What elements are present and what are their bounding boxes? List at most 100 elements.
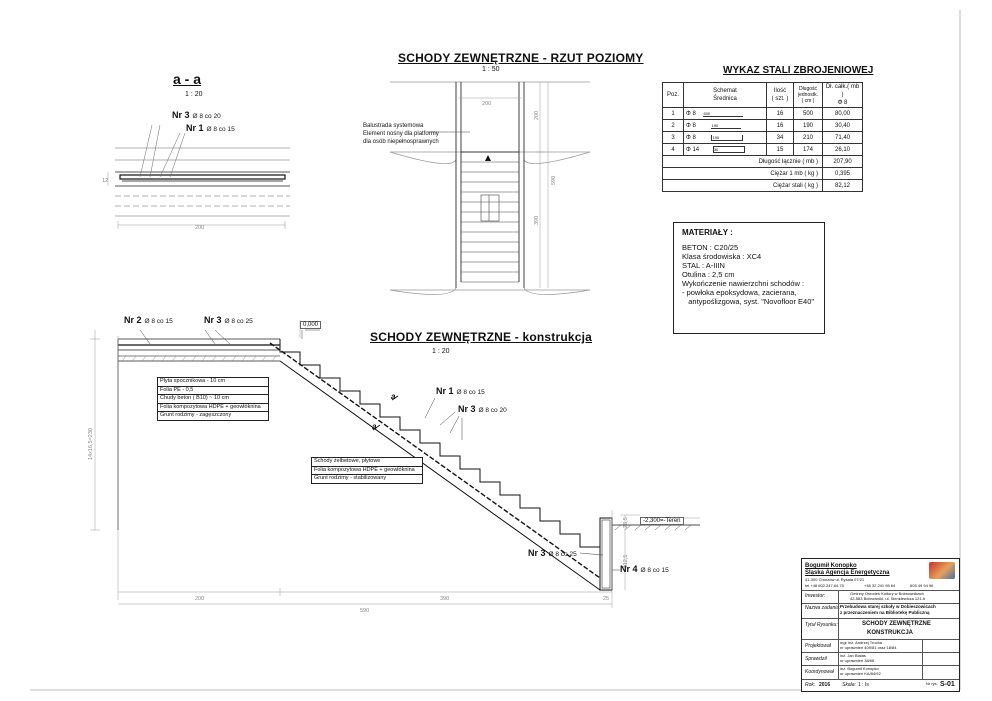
nazwa-line: z przeznaczeniem na Bibliotekę Publiczną <box>840 610 930 615</box>
projektowal-label: Projektował <box>805 643 831 649</box>
layer-item: Grunt rodzimy - stabilizowany <box>314 475 387 481</box>
projektowal-line: nr uprawnień 409/81 oraz 18/84 <box>840 645 897 650</box>
summary-row: Ciężar stali ( kg ) 82,12 <box>662 179 863 192</box>
constr-dim-foot3: 25 <box>603 596 609 602</box>
table-row: 3 Φ 8 190 34 210 71,40 <box>662 131 863 144</box>
title-block: Bogumił Konopko Śląska Agencja Energetyc… <box>801 558 960 692</box>
constr-dim-run: 390 <box>440 596 449 602</box>
cell-len: 190 <box>793 119 823 132</box>
drawing-number: S-01 <box>940 681 955 688</box>
level-bottom-marker: -2,300=-Teren <box>640 517 684 525</box>
tytul-line: SCHODY ZEWNĘTRZNE <box>862 621 931 627</box>
company-phone-3: 605 49 94 96 <box>910 583 934 588</box>
summary-label: Długość łącznie ( mb ) <box>662 155 823 168</box>
aa-dim-thickness: 12 <box>102 178 108 184</box>
company-logo <box>929 562 955 579</box>
cell-len: 500 <box>793 107 823 120</box>
section-aa-title: a - a <box>173 71 202 87</box>
layer-item: Schody żelbetowe, płytowe <box>312 458 422 467</box>
cell-qty: 15 <box>766 143 794 156</box>
summary-value: 82,12 <box>822 179 863 192</box>
layer-item: Płyta spocznikowa - 10 cm <box>158 378 268 387</box>
inwestor-line: 42-583 Bobrowniki, ul. Sienkiewicza 121 … <box>850 596 926 601</box>
constr-dim-left: 200 <box>195 596 204 602</box>
cell-poz: 3 <box>662 131 684 144</box>
platform-layers-legend: Płyta spocznikowa - 10 cm Folia PE - 0,5… <box>157 377 269 421</box>
cell-total: 71,40 <box>822 131 863 144</box>
plan-annotation-line: dla osób niepełnosprawnych <box>363 139 439 145</box>
col-ilosc: Ilość( szt. ) <box>766 82 794 108</box>
rok-label: Rok: <box>805 682 816 688</box>
tytul-line: KONSTRUKCJA <box>867 630 914 636</box>
company-name: Bogumił Konopko <box>805 563 857 569</box>
rok-value: 2016 <box>819 682 831 688</box>
table-row: 2 Φ 8 190 16 190 30,40 <box>662 119 863 132</box>
layer-item: Folia kompozytowa HDPE + geowłóknina <box>158 404 268 412</box>
cell-schemat: Φ 14 30 <box>683 143 767 156</box>
plan-view-drawing <box>389 81 591 295</box>
plan-annotation-line: Element nośny dla platformy <box>363 131 439 137</box>
materials-line: STAL : A-IIIN <box>682 261 725 270</box>
company-sub: Śląska Agencja Energetyczna <box>805 570 890 576</box>
tytul-label: Tytuł Rysunku: <box>805 622 838 628</box>
layer-item: Folia PE - 0,5 <box>158 387 268 395</box>
cell-total: 80,00 <box>822 107 863 120</box>
cell-qty: 16 <box>766 119 794 132</box>
constr-dim-foot1: 26,5 <box>623 517 629 528</box>
company-address: 41-300 Chorzów ul. Rysala 07/21 <box>805 577 865 582</box>
materials-line: Wykończenie nawierzchni schodów : <box>682 279 805 288</box>
sprawdzil-label: Sprawdził <box>805 656 827 662</box>
materials-line: antypoślizgowa, syst. "Novofloor E40" <box>682 297 815 306</box>
materials-box: MATERIAŁY : BETON : C20/25 Klasa środowi… <box>673 222 825 334</box>
section-aa-drawing <box>107 124 290 229</box>
layer-item: Chudy beton ( B10) ~ 10 cm <box>158 395 268 404</box>
koordynowal-line: nr uprawnień KA/84/92 <box>840 671 881 676</box>
cell-schemat: Φ 8 190 <box>683 131 767 144</box>
construction-title: SCHODY ZEWNĘTRZNE - konstrukcja <box>370 330 593 344</box>
cell-poz: 4 <box>662 143 684 156</box>
steel-schedule-title: WYKAZ STALI ZBROJENIOWEJ <box>723 65 874 76</box>
summary-value: 0,395 <box>822 167 863 180</box>
materials-line: BETON : C20/25 <box>682 243 739 252</box>
cell-schemat: Φ 8 500 <box>683 107 767 120</box>
summary-row: Długość łącznie ( mb ) 207,90 <box>662 155 863 168</box>
plan-dim-top: 200 <box>534 111 540 120</box>
table-row: 4 Φ 14 30 15 174 26,10 <box>662 143 863 156</box>
skala-label: Skala: <box>842 682 856 688</box>
layer-item: Folia kompozytowa HDPE + geowłóknina <box>312 467 422 475</box>
construction-drawing <box>90 320 700 608</box>
section-aa-scale: 1 : 20 <box>185 91 203 98</box>
summary-row: Ciężar 1 mb ( kg ) 0,395 <box>662 167 863 180</box>
cell-poz: 2 <box>662 119 684 132</box>
sprawdzil-line: inż. Jan Bialas <box>840 653 866 658</box>
plan-dim-width: 200 <box>482 101 491 107</box>
cell-qty: 16 <box>766 107 794 120</box>
cell-schemat: Φ 8 190 <box>683 119 767 132</box>
section-mark-a-lower: a <box>372 422 377 431</box>
inwestor-label: Inwestor: <box>805 593 826 599</box>
company-phone-1: tel.+48 602.247.64.75 <box>805 583 844 588</box>
constr-dim-total: 590 <box>360 608 369 614</box>
col-poz: Poz. <box>662 82 684 108</box>
summary-label: Ciężar 1 mb ( kg ) <box>662 167 823 180</box>
nazwa-line: Przebudowa starej szkoły w Dobieszowicac… <box>840 604 936 609</box>
cell-poz: 1 <box>662 107 684 120</box>
table-row: 1 Φ 8 500 16 500 80,00 <box>662 107 863 120</box>
cell-qty: 34 <box>766 131 794 144</box>
materials-title: MATERIAŁY : <box>682 228 733 237</box>
summary-value: 207,90 <box>822 155 863 168</box>
plan-dim-flight: 390 <box>534 216 540 225</box>
materials-line: - powłoka epoksydowa, zacierana, <box>682 288 797 297</box>
layer-item: Grunt rodzimy - zagęszczony <box>160 412 232 418</box>
koordynowal-line: inż. Bogumił Konopko <box>840 666 879 671</box>
